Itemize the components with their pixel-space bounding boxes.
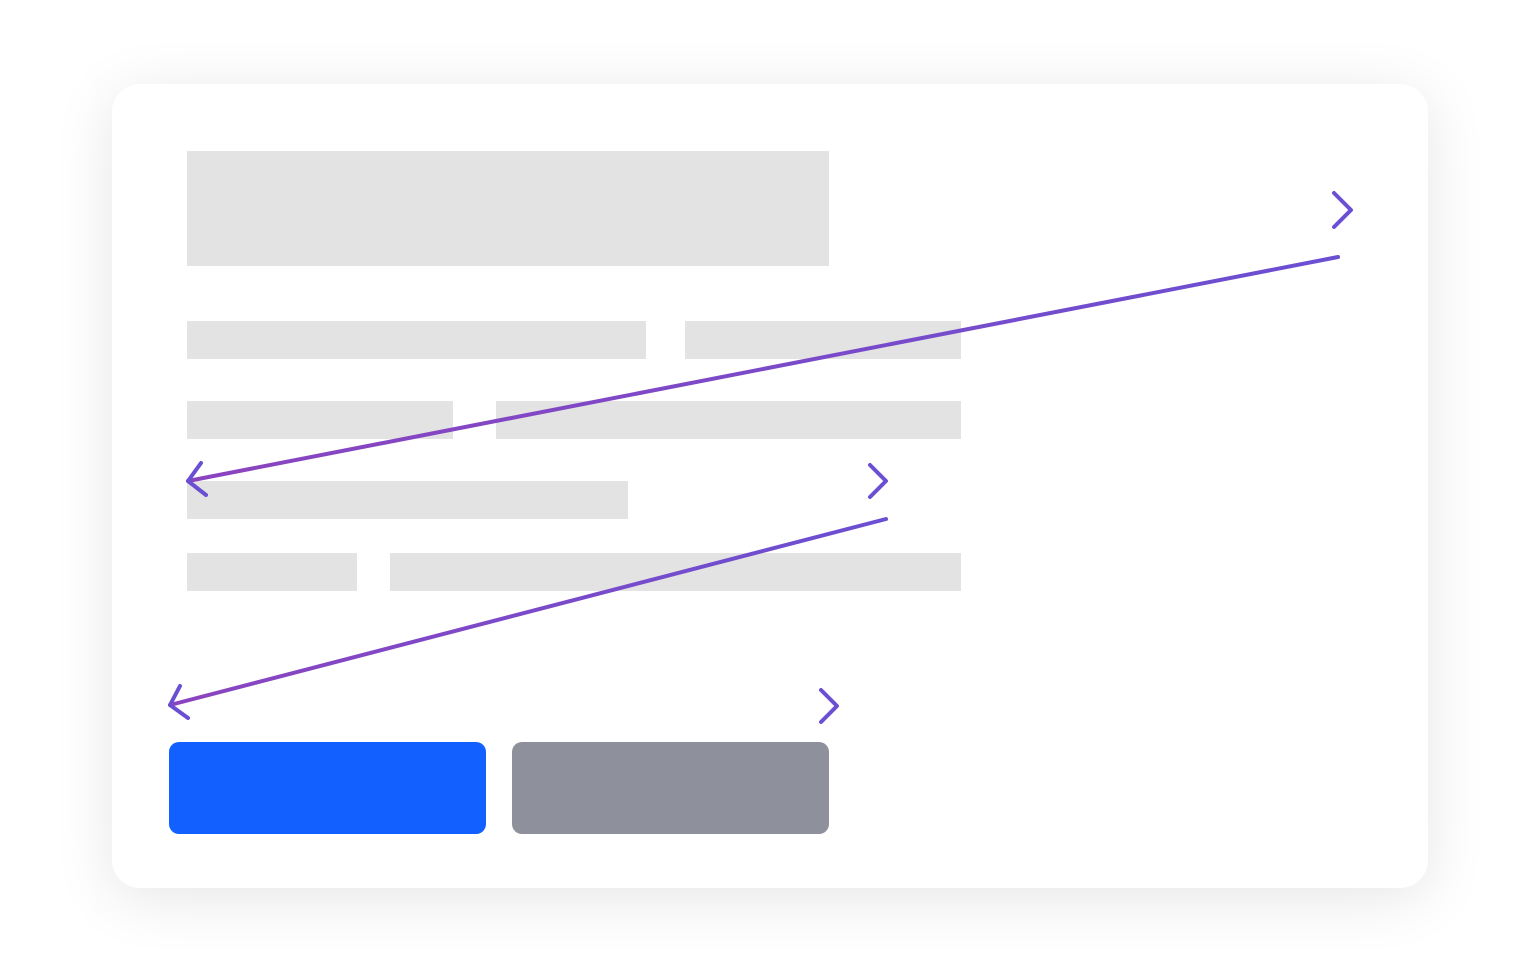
- arrow-right-icon: [277, 688, 839, 724]
- arrow-left-icon: [186, 255, 1340, 497]
- primary-button[interactable]: [169, 742, 486, 834]
- text-line-placeholder: [187, 401, 453, 439]
- secondary-button[interactable]: [512, 742, 829, 834]
- arrow-right-icon: [184, 191, 1353, 229]
- arrow-left-icon: [168, 517, 888, 720]
- text-line-placeholder: [187, 481, 628, 519]
- text-line-placeholder: [187, 553, 357, 591]
- text-line-placeholder: [187, 321, 646, 359]
- arrow-right-icon: [355, 463, 888, 499]
